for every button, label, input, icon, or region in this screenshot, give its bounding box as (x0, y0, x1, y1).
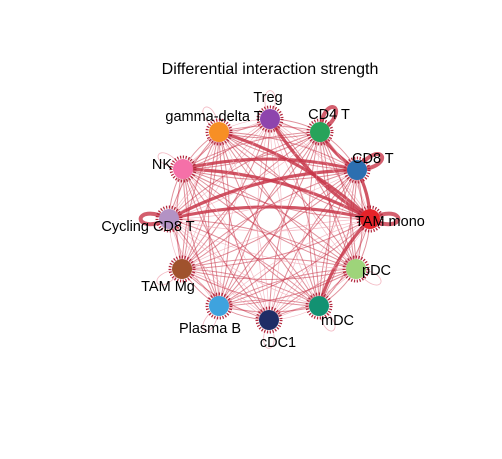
edge-cdc1-to-treg (268, 118, 282, 321)
edge-cdc1-to-cd8-t (268, 169, 358, 321)
edge-cdc1-to-nk (182, 168, 270, 321)
node-arrowheads-pdc (342, 255, 370, 283)
edge-cd8-t-to-tam-mg (181, 169, 358, 270)
edge-gamma-delta-t-to-cd8-t (218, 131, 358, 171)
self-loop-cycling-cd8-t (138, 211, 170, 227)
edge-tam-mg-to-tam-mono (181, 218, 371, 270)
node-pdc (346, 259, 366, 279)
node-arrowheads-cd8-t (343, 156, 371, 184)
node-arrowheads-cd4-t (306, 118, 334, 146)
edge-nk-to-cd8-t (182, 168, 358, 181)
node-label-cdc1: cDC1 (260, 335, 296, 351)
edge-cd4-t-to-cdc1 (268, 131, 321, 321)
edge-gamma-delta-t-to-pdc (218, 131, 357, 270)
node-arrowheads-tam-mono (356, 205, 384, 233)
edge-gamma-delta-t-to-tam-mg (181, 131, 220, 270)
node-label-mdc: mDC (321, 313, 354, 329)
edge-mdc-to-treg (269, 118, 320, 307)
node-layer (155, 105, 384, 334)
node-label-gamma-delta-t: gamma-delta T (165, 109, 262, 125)
self-loop-plasma-b (202, 305, 220, 332)
edge-cd4-t-to-cycling-cd8-t (168, 131, 321, 220)
edge-cd8-t-to-plasma-b (218, 169, 358, 307)
diagram-title: Differential interaction strength (162, 61, 379, 78)
edge-nk-to-plasma-b (182, 168, 220, 307)
edge-nk-to-cdc1 (182, 168, 270, 321)
edge-mdc-to-cd4-t (318, 131, 331, 307)
edge-plasma-b-to-cd4-t (218, 131, 321, 307)
edge-cdc1-to-gamma-delta-t (218, 131, 270, 321)
edge-plasma-b-to-treg (218, 118, 271, 307)
edge-pdc-to-cycling-cd8-t (168, 218, 357, 270)
node-tam-mono (360, 209, 380, 229)
edge-treg-to-mdc (269, 118, 320, 307)
node-label-nk: NK (152, 157, 172, 173)
edge-nk-to-pdc (182, 168, 357, 270)
edge-tam-mono-to-cycling-cd8-t (168, 205, 371, 221)
self-loop-treg (264, 90, 276, 120)
edge-gamma-delta-t-to-plasma-b (208, 131, 220, 307)
node-cd4-t (310, 122, 330, 142)
node-label-treg: Treg (253, 90, 282, 106)
self-loop-mdc (318, 305, 336, 332)
edge-pdc-to-gamma-delta-t (218, 131, 357, 270)
node-arrowheads-plasma-b (205, 292, 233, 320)
node-arrowheads-gamma-delta-t (205, 118, 233, 146)
edge-tam-mono-to-tam-mg (181, 218, 371, 270)
node-tam-mg (172, 259, 192, 279)
edge-cycling-cd8-t-to-tam-mono (168, 218, 371, 232)
edge-nk-to-cd4-t (182, 131, 321, 170)
node-label-tam-mono: TAM mono (355, 214, 425, 230)
node-label-cd4-t: CD4 T (308, 107, 350, 123)
self-loop-tam-mg (156, 268, 183, 286)
node-label-plasma-b: Plasma B (179, 321, 241, 337)
edge-gamma-delta-t-to-cd4-t (218, 131, 321, 139)
edge-nk-to-tam-mono (182, 168, 371, 220)
edge-treg-to-cdc1 (257, 118, 271, 321)
edge-nk-to-mdc (182, 168, 320, 307)
node-label-cycling-cd8-t: Cycling CD8 T (101, 219, 194, 235)
node-gamma-delta-t (209, 122, 229, 142)
node-arrowheads-tam-mg (168, 255, 196, 283)
edge-mdc-to-gamma-delta-t (218, 131, 320, 307)
edge-tam-mg-to-pdc (181, 268, 357, 280)
node-cycling-cd8-t (159, 209, 179, 229)
node-cd8-t (347, 160, 367, 180)
node-arrowheads-cdc1 (255, 306, 283, 334)
self-loop-pdc (355, 268, 382, 286)
node-arrowheads-mdc (305, 292, 333, 320)
node-label-cd8-t: CD8 T (352, 151, 394, 167)
edge-tam-mg-to-cd4-t (181, 131, 321, 270)
node-label-pdc: pDC (362, 263, 391, 279)
edge-gamma-delta-t-to-cdc1 (218, 131, 270, 321)
node-arrowheads-nk (169, 155, 197, 183)
edge-gamma-delta-t-to-tam-mono (218, 131, 371, 220)
node-treg (260, 109, 280, 129)
node-label-tam-mg: TAM Mg (141, 279, 195, 295)
node-mdc (309, 296, 329, 316)
node-cdc1 (259, 310, 279, 330)
edge-tam-mg-to-cd8-t (181, 169, 358, 270)
self-loop-cd4-t (318, 105, 339, 134)
edge-mdc-to-nk (182, 168, 320, 307)
edge-pdc-to-nk (182, 168, 357, 270)
edge-cd4-t-to-plasma-b (218, 131, 321, 307)
edge-treg-to-tam-mg (181, 118, 271, 270)
edge-gamma-delta-t-to-mdc (218, 131, 320, 307)
edge-cycling-cd8-t-to-cd8-t (168, 169, 358, 220)
edge-cycling-cd8-t-to-treg (168, 118, 271, 220)
node-arrowheads-treg (256, 105, 284, 133)
node-arrowheads-cycling-cd8-t (155, 205, 183, 233)
node-plasma-b (209, 296, 229, 316)
node-nk (173, 159, 193, 179)
edge-pdc-to-cd4-t (319, 131, 357, 270)
edge-layer (168, 118, 372, 321)
